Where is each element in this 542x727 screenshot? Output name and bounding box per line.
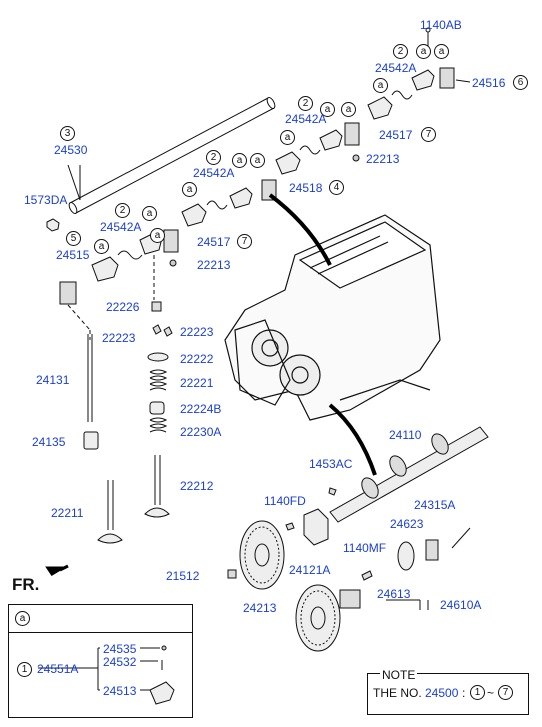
part-label-24530[interactable]: 24530: [54, 143, 88, 157]
thrust-plate: [303, 508, 329, 546]
legend-marker-a: a: [15, 611, 30, 626]
part-label-24613[interactable]: 24613: [377, 587, 411, 601]
ref-marker-5: 5: [66, 231, 81, 246]
part-label-22211[interactable]: 22211: [51, 506, 84, 520]
note-range-end: 7: [498, 685, 513, 700]
legend-rocker-drawing: [149, 681, 175, 705]
part-label-24135[interactable]: 24135: [32, 435, 66, 449]
ref-marker-2: 2: [206, 150, 221, 165]
note-text: THE NO.: [373, 686, 422, 700]
part-label-24532[interactable]: 24532: [103, 655, 137, 669]
front-direction-label: FR.: [12, 575, 40, 594]
note-colon: :: [462, 686, 466, 700]
part-label-24213[interactable]: 24213: [243, 601, 277, 615]
ref-marker-2: 2: [393, 44, 408, 59]
rocker-shaft: [68, 97, 276, 214]
part-label-24517[interactable]: 24517: [379, 128, 413, 142]
ref-marker-a: a: [416, 44, 431, 59]
part-label-1453AC[interactable]: 1453AC: [309, 457, 353, 471]
ref-marker-a: a: [150, 228, 165, 243]
valve-train: [97, 301, 173, 544]
note-number[interactable]: 24500: [425, 686, 459, 700]
part-label-24315A[interactable]: 24315A: [414, 498, 456, 512]
camshaft: [329, 426, 489, 523]
part-label-24121A[interactable]: 24121A: [289, 563, 331, 577]
part-label-1573DA[interactable]: 1573DA: [24, 193, 68, 207]
idler-gear: [295, 584, 361, 652]
shaft-plug: [46, 218, 60, 232]
part-label-24610A[interactable]: 24610A: [440, 598, 482, 612]
part-label-24551A[interactable]: 24551A: [37, 662, 79, 676]
cam-bushing: [425, 539, 439, 561]
ref-marker-4: 4: [329, 180, 344, 195]
part-label-22222[interactable]: 22222: [180, 352, 214, 366]
part-label-24110[interactable]: 24110: [389, 428, 422, 442]
ref-marker-3: 3: [60, 126, 75, 141]
front-arrow: [45, 564, 69, 577]
ref-marker-6: 6: [513, 75, 528, 90]
part-label-22224B[interactable]: 22224B: [180, 402, 222, 416]
part-label-24513[interactable]: 24513: [103, 684, 137, 698]
part-label-1140AB[interactable]: 1140AB: [420, 18, 462, 32]
ref-marker-a: a: [434, 44, 449, 59]
ref-marker-1: 1: [17, 662, 32, 677]
ref-marker-2: 2: [115, 203, 130, 218]
part-label-24517[interactable]: 24517: [197, 235, 231, 249]
ref-marker-a: a: [320, 102, 335, 117]
part-label-22221[interactable]: 22221: [180, 376, 214, 390]
part-label-24515[interactable]: 24515: [56, 248, 90, 262]
note-title: NOTE: [380, 668, 418, 682]
part-label-21512[interactable]: 21512: [166, 569, 200, 583]
ref-marker-2: 2: [298, 96, 313, 111]
part-label-24623[interactable]: 24623: [390, 517, 424, 531]
part-label-22213[interactable]: 22213: [197, 258, 231, 272]
legend-box: a: [8, 604, 193, 718]
pointer-arrow-cam: [328, 403, 377, 476]
note-range-start: 1: [470, 685, 485, 700]
ref-marker-a: a: [341, 102, 356, 117]
guide-lines: [67, 255, 155, 340]
part-label-1140FD[interactable]: 1140FD: [264, 494, 306, 508]
part-label-22213[interactable]: 22213: [366, 152, 400, 166]
pointer-arrow-head: [268, 193, 332, 266]
part-label-24542A[interactable]: 24542A: [193, 166, 235, 180]
rocker-arm-group-1: [59, 229, 179, 305]
ref-marker-a: a: [142, 206, 157, 221]
legend-header: a: [9, 605, 192, 633]
part-label-24518[interactable]: 24518: [289, 181, 323, 195]
rocker-arm-group-4: [367, 27, 455, 120]
ref-marker-a: a: [94, 239, 109, 254]
part-label-22223[interactable]: 22223: [102, 331, 136, 345]
part-label-24516[interactable]: 24516: [472, 76, 506, 90]
ref-marker-a: a: [232, 153, 247, 168]
part-label-24131[interactable]: 24131: [36, 373, 70, 387]
ref-marker-a: a: [182, 182, 197, 197]
part-label-22212[interactable]: 22212: [180, 479, 214, 493]
ref-marker-a: a: [373, 78, 388, 93]
engine-block: [224, 214, 441, 421]
part-label-24542A[interactable]: 24542A: [285, 112, 327, 126]
ref-marker-7: 7: [421, 127, 436, 142]
ref-marker-a: a: [250, 153, 265, 168]
part-label-22226[interactable]: 22226: [106, 300, 140, 314]
rocker-arm-group-3: [275, 122, 360, 175]
part-label-22223[interactable]: 22223: [180, 325, 214, 339]
part-label-24542A[interactable]: 24542A: [375, 61, 417, 75]
cam-gear: [239, 520, 285, 590]
note-range-sep: ~: [487, 686, 495, 700]
part-label-1140MF[interactable]: 1140MF: [343, 541, 387, 555]
ref-marker-7: 7: [237, 234, 252, 249]
note-box: [367, 673, 529, 715]
part-label-24535[interactable]: 24535: [103, 642, 137, 656]
cam-plate: [397, 541, 415, 571]
push-rod: [83, 334, 99, 450]
part-label-22230A[interactable]: 22230A: [180, 425, 222, 439]
ref-marker-a: a: [280, 130, 295, 145]
part-label-24542A[interactable]: 24542A: [100, 220, 142, 234]
